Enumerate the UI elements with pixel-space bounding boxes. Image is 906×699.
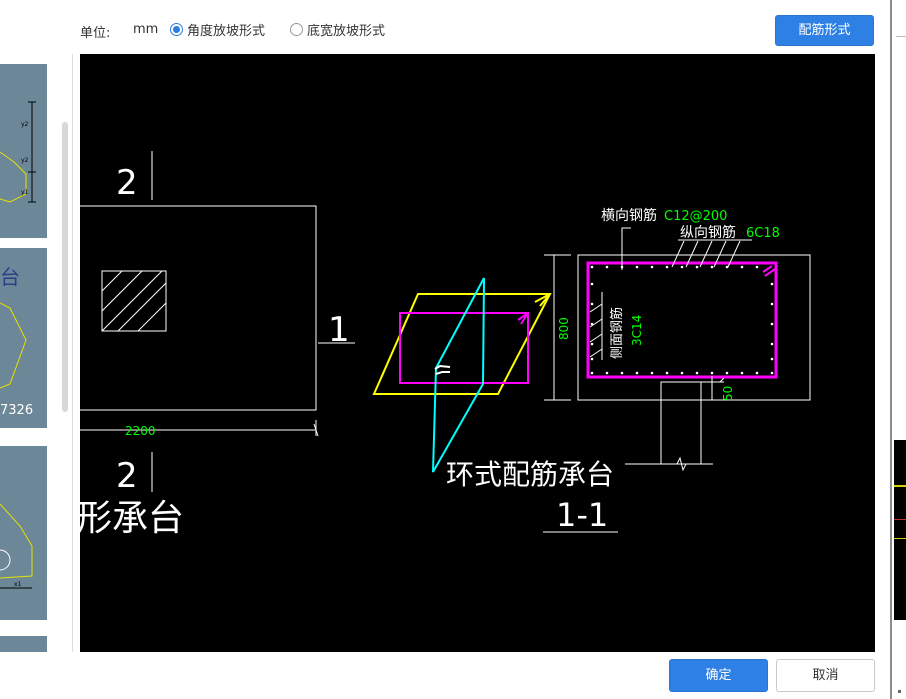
thumb-2-value: 7326 bbox=[0, 403, 33, 418]
longitudinal-rebar-label: 纵向钢筋 bbox=[680, 224, 736, 241]
cad-canvas[interactable]: 2 1 2200 2 形承台 800 bbox=[80, 54, 875, 652]
section-mark-2-bottom: 2 bbox=[116, 456, 138, 496]
section-mark-1: 1 bbox=[328, 310, 350, 350]
thumbnail-item-1[interactable]: y2 y1 y2 bbox=[0, 64, 47, 238]
top-toolbar: 单位: mm 角度放坡形式 底宽放坡形式 配筋形式 bbox=[0, 0, 890, 54]
unit-label: 单位: bbox=[80, 26, 111, 41]
radio-unchecked-icon bbox=[290, 23, 303, 36]
radio-angle-label: 角度放坡形式 bbox=[187, 24, 266, 39]
thumb-dim-y1: y1 bbox=[21, 189, 29, 196]
dialog-footer: 确定 取消 bbox=[0, 652, 890, 699]
background-window-strip bbox=[890, 0, 906, 699]
cad-drawing: 2 1 2200 2 形承台 800 bbox=[80, 151, 811, 539]
thumbnail-item-2[interactable]: 台 7326 bbox=[0, 248, 47, 428]
section-ring-rebar bbox=[586, 261, 778, 379]
rebar-form-button[interactable]: 配筋形式 bbox=[775, 15, 874, 46]
cover-dim: 50 bbox=[721, 386, 735, 401]
canvas-right-margin bbox=[875, 54, 890, 652]
ring-rebar-3d bbox=[399, 312, 529, 384]
cyan-section-plane bbox=[432, 277, 485, 473]
thumbnail-scrollbar[interactable] bbox=[62, 122, 68, 412]
side-rebar-label: 侧面钢筋 bbox=[609, 307, 625, 359]
radio-angle-slope[interactable]: 角度放坡形式 bbox=[170, 20, 265, 39]
radio-width-label: 底宽放坡形式 bbox=[307, 24, 386, 39]
longitudinal-rebar-value: 6C18 bbox=[746, 226, 780, 241]
ok-button[interactable]: 确定 bbox=[669, 659, 768, 692]
thumbnail-panel[interactable]: y2 y1 y2 台 7326 x1 bbox=[0, 54, 73, 652]
svg-text:y2: y2 bbox=[21, 157, 29, 164]
cap-section-outline bbox=[577, 254, 811, 401]
thumb-dim-y2: y2 bbox=[21, 121, 29, 128]
slope-parallelogram bbox=[372, 293, 552, 395]
section-title: 1-1 bbox=[556, 496, 608, 534]
radio-checked-icon bbox=[170, 23, 183, 36]
thumbnail-item-4[interactable] bbox=[0, 636, 47, 652]
radio-width-slope[interactable]: 底宽放坡形式 bbox=[290, 20, 385, 39]
transverse-rebar-label: 横向钢筋 bbox=[601, 207, 657, 224]
unit-value: mm bbox=[133, 22, 159, 37]
main-title: 环式配筋承台 bbox=[446, 458, 614, 491]
thumbnail-3-drawing: x1 bbox=[0, 503, 33, 589]
section-mark-2-top: 2 bbox=[116, 163, 138, 203]
height-dim: 800 bbox=[557, 317, 571, 340]
thumbnail-2-drawing: 台 7326 bbox=[0, 265, 33, 418]
plan-title: 形承台 bbox=[80, 498, 184, 539]
thumbnail-item-3[interactable]: x1 bbox=[0, 446, 47, 620]
thumbnail-1-drawing: y2 y1 y2 bbox=[0, 101, 36, 203]
thumb-2-label: 台 bbox=[0, 265, 20, 289]
thumb-dim-x1: x1 bbox=[14, 581, 22, 588]
width-dim: 2200 bbox=[125, 424, 156, 438]
cancel-button[interactable]: 取消 bbox=[776, 659, 875, 692]
column-hatch bbox=[101, 270, 167, 332]
cap-plan-outline bbox=[80, 205, 317, 411]
side-rebar-value: 3C14 bbox=[630, 315, 644, 346]
transverse-rebar-value: C12@200 bbox=[664, 209, 727, 224]
